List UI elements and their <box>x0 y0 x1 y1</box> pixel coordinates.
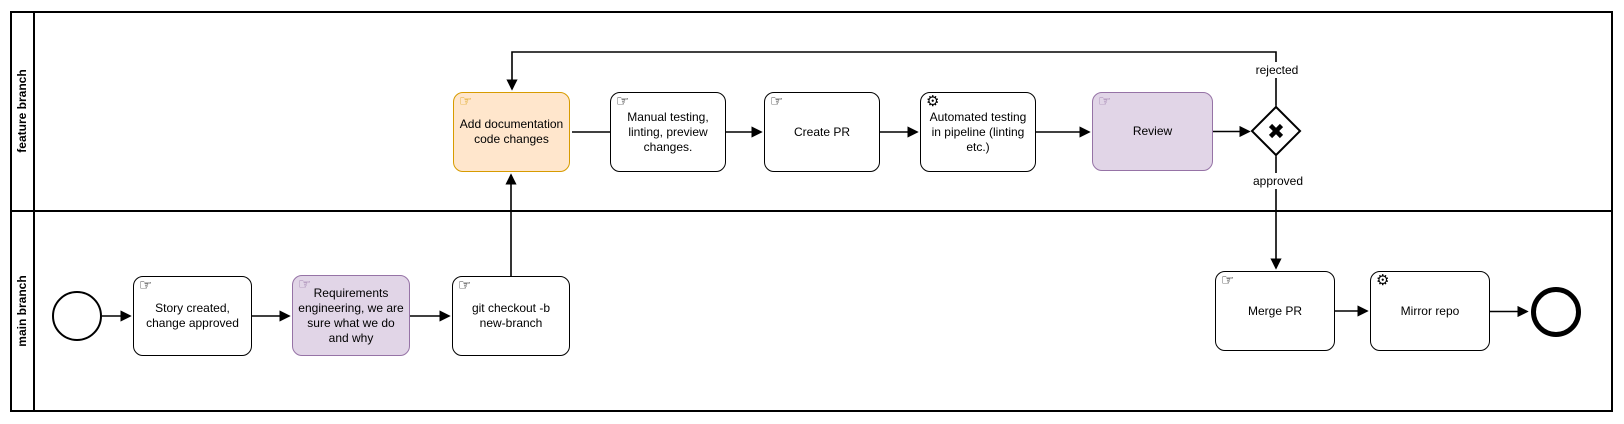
manual-task-icon: ☞ <box>1221 271 1235 289</box>
x-marker-icon <box>1268 123 1284 139</box>
task-label: Create PR <box>793 124 851 139</box>
manual-task-icon: ☞ <box>298 275 312 293</box>
manual-task-icon: ☞ <box>770 92 784 110</box>
flow-rejected-loop <box>506 51 1277 107</box>
manual-task-icon: ☞ <box>139 276 153 294</box>
task-automated-testing[interactable]: ⚙ Automated testing in pipeline (linting… <box>920 92 1036 172</box>
task-review[interactable]: ☞ Review <box>1092 92 1213 171</box>
task-mirror-repo[interactable]: ⚙ Mirror repo <box>1370 271 1490 351</box>
task-story-created[interactable]: ☞ Story created, change approved <box>133 276 252 356</box>
task-requirements[interactable]: ☞ Requirements engineering, we are sure … <box>292 275 410 356</box>
start-event[interactable] <box>52 291 102 341</box>
flow-label-rejected: rejected <box>1243 62 1311 78</box>
task-label: Mirror repo <box>1400 303 1460 318</box>
task-add-documentation[interactable]: ☞ Add documentation code changes <box>453 92 570 172</box>
task-label: Automated testing in pipeline (linting e… <box>929 109 1027 154</box>
flow-label-approved: approved <box>1243 173 1313 189</box>
task-label: Story created, change approved <box>146 301 239 330</box>
lane-divider <box>10 210 1613 212</box>
task-label: Requirements engineering, we are sure wh… <box>298 285 404 345</box>
task-create-pr[interactable]: ☞ Create PR <box>764 92 880 172</box>
manual-task-icon: ☞ <box>616 92 630 110</box>
task-label: git checkout -b new-branch <box>471 301 551 330</box>
task-git-checkout[interactable]: ☞ git checkout -b new-branch <box>452 276 570 356</box>
manual-task-icon: ☞ <box>458 276 472 294</box>
task-label: Manual testing, linting, preview changes… <box>627 109 709 154</box>
task-label: Merge PR <box>1247 303 1303 318</box>
manual-task-icon: ☞ <box>1098 92 1112 110</box>
end-event[interactable] <box>1531 287 1581 337</box>
service-task-icon: ⚙ <box>1376 271 1390 289</box>
task-label: Review <box>1132 124 1173 138</box>
service-task-icon: ⚙ <box>926 92 940 110</box>
task-label: Add documentation code changes <box>459 117 564 146</box>
task-merge-pr[interactable]: ☞ Merge PR <box>1215 271 1335 351</box>
task-manual-testing[interactable]: ☞ Manual testing, linting, preview chang… <box>610 92 726 172</box>
manual-task-icon: ☞ <box>459 92 473 110</box>
